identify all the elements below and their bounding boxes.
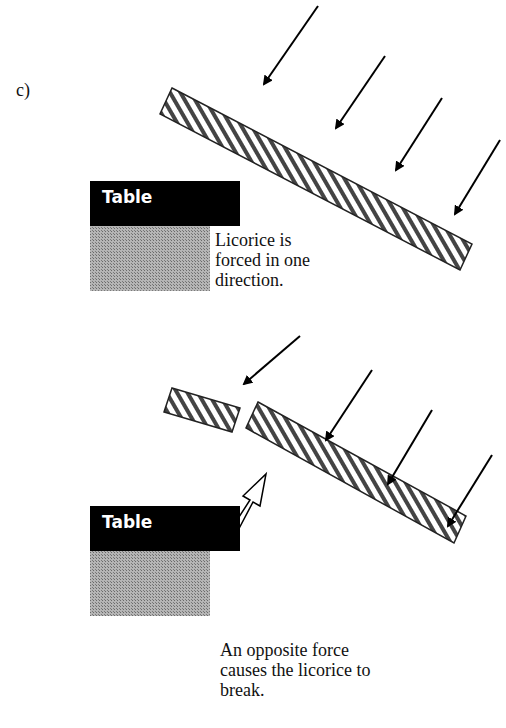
table-top: Table [90,506,240,551]
table-label: Table [102,512,228,532]
table-leg [90,550,210,616]
force-arrows [244,336,492,526]
caption-note: Licorice is forced in one direction. [215,230,340,290]
part-letter: c) [16,80,56,100]
licorice-piece-small [164,388,240,432]
table-top: Table [90,181,240,226]
table-label: Table [102,187,228,207]
caption-note: An opposite force causes the licorice to… [220,640,380,700]
force-arrows [264,6,500,214]
licorice-piece-large [246,402,466,543]
table-leg [90,225,210,291]
